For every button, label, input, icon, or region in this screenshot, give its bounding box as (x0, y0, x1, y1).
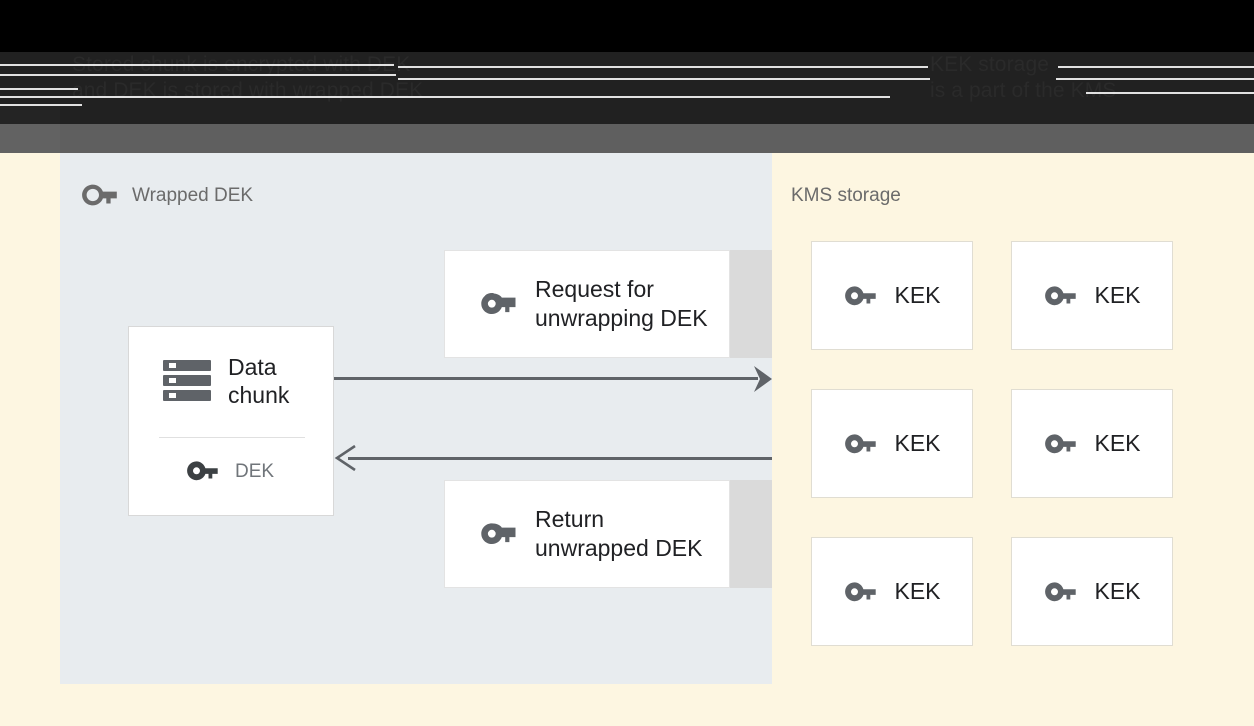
return-unwrapped-label: Return unwrapped DEK (535, 506, 703, 561)
kek-card[interactable]: KEK (1011, 389, 1173, 498)
gray-divider-band (0, 124, 1254, 153)
key-icon (843, 580, 877, 604)
key-icon (479, 520, 517, 548)
scanline (1056, 78, 1254, 80)
key-icon (80, 182, 118, 208)
scanline (1086, 92, 1254, 94)
request-unwrap-card[interactable]: Request for unwrapping DEK (444, 250, 730, 358)
wrapped-dek-title: Wrapped DEK (132, 185, 254, 206)
kek-label: KEK (1094, 282, 1141, 308)
storage-icon (161, 357, 213, 405)
request-unwrap-label: Request for unwrapping DEK (535, 276, 708, 331)
scanline (398, 78, 930, 80)
caption-right: KEK storage is a part of the KMS (930, 53, 1117, 102)
scanline (0, 96, 890, 98)
kek-label: KEK (894, 430, 941, 456)
key-icon (1043, 284, 1077, 308)
kek-label: KEK (1094, 430, 1141, 456)
scanline (0, 104, 82, 106)
data-chunk-label: Data chunk (228, 354, 290, 408)
data-chunk-card[interactable]: Data chunk DEK (128, 326, 334, 516)
key-icon (185, 459, 219, 483)
request-arrow-head-icon (752, 366, 776, 392)
return-card-edge-strip (730, 480, 772, 588)
return-unwrapped-card[interactable]: Return unwrapped DEK (444, 480, 730, 588)
key-icon (1043, 580, 1077, 604)
gray-divider-band-notch (0, 124, 60, 153)
data-chunk-header: Data chunk (129, 353, 333, 409)
kek-label: KEK (894, 578, 941, 604)
scanline (398, 66, 928, 68)
data-chunk-dek-row: DEK (129, 459, 333, 483)
request-card-edge-strip (730, 250, 772, 358)
card-divider (159, 437, 305, 438)
return-arrow-line (348, 457, 772, 460)
kek-grid: KEK KEK KEK (811, 241, 1173, 646)
kek-card[interactable]: KEK (811, 537, 973, 646)
key-icon (1043, 432, 1077, 456)
scanline (0, 64, 394, 66)
kek-card[interactable]: KEK (811, 389, 973, 498)
scanline (0, 74, 396, 76)
kek-label: KEK (1094, 578, 1141, 604)
return-arrow-head-icon (334, 445, 358, 471)
scanline (0, 88, 78, 90)
request-arrow-line (334, 377, 758, 380)
key-icon (843, 432, 877, 456)
kek-card[interactable]: KEK (1011, 537, 1173, 646)
kek-card[interactable]: KEK (811, 241, 973, 350)
key-icon (479, 290, 517, 318)
kek-card[interactable]: KEK (1011, 241, 1173, 350)
scanline (1058, 66, 1254, 68)
key-icon (843, 284, 877, 308)
caption-band-notch (0, 105, 60, 124)
kek-label: KEK (894, 282, 941, 308)
kms-storage-title: KMS storage (791, 185, 901, 206)
top-black-band (0, 0, 1254, 52)
dek-label: DEK (235, 460, 275, 482)
